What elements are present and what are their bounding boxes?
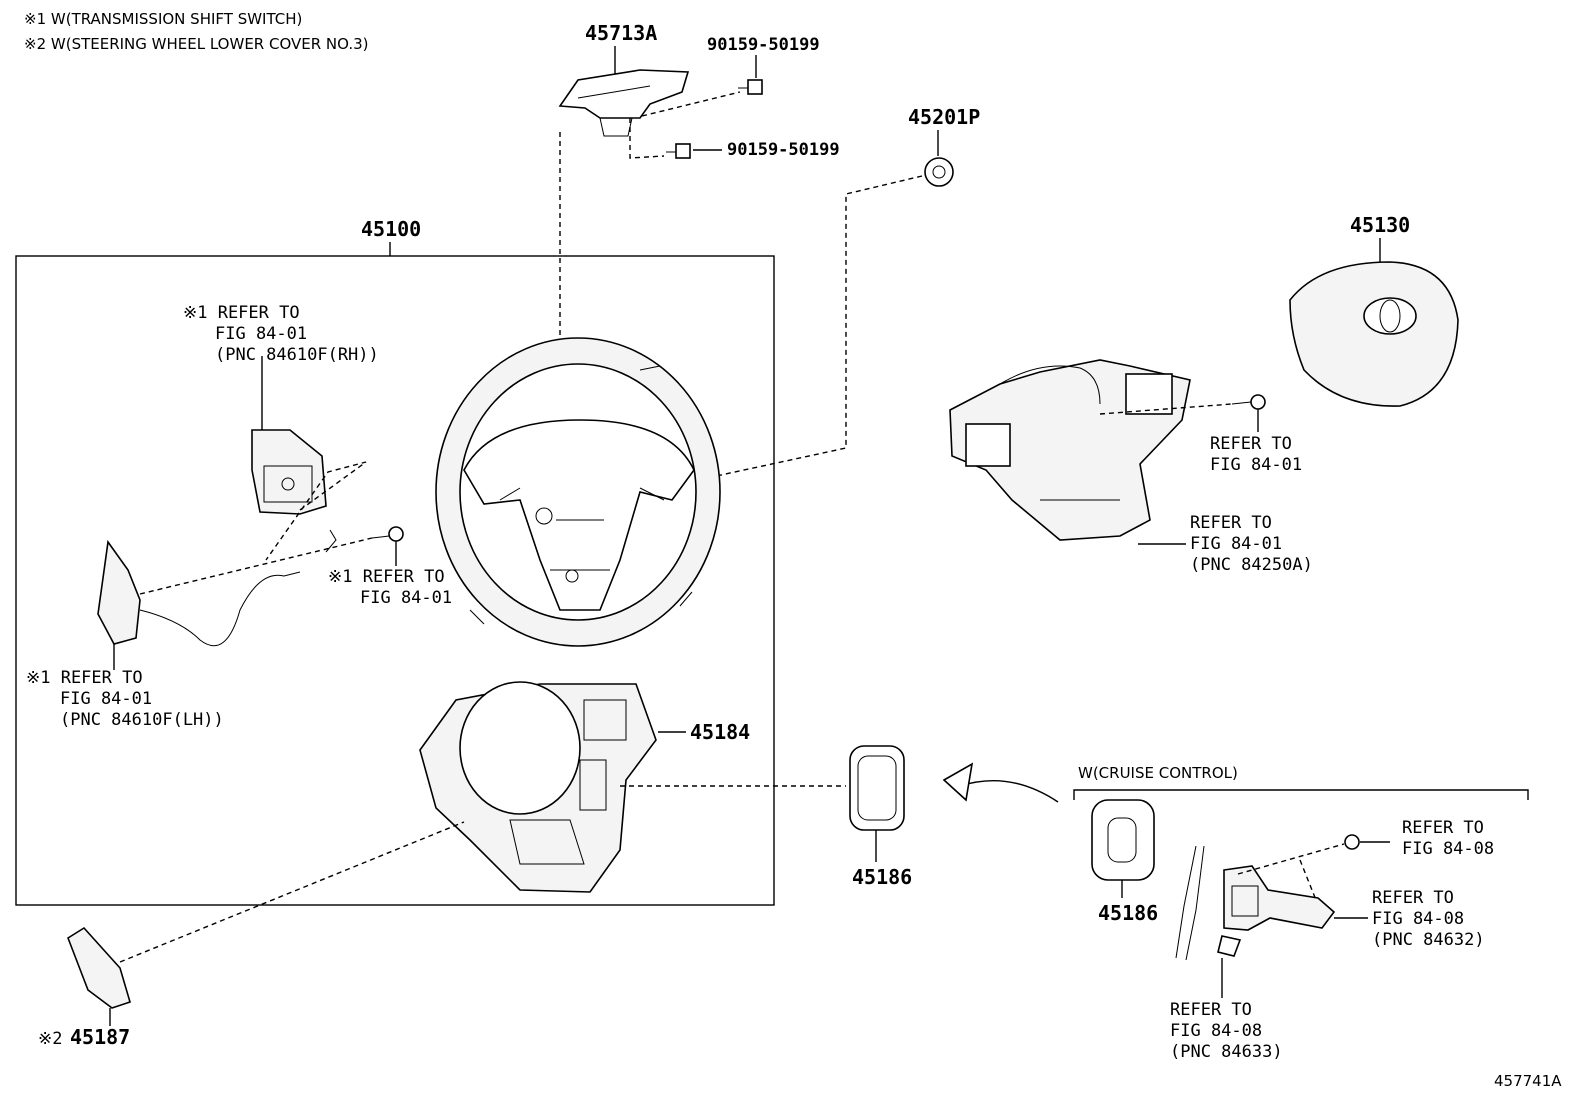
dash-cc-screw — [1237, 843, 1345, 875]
ref-lh-line1[interactable]: ※1 REFER TO — [26, 668, 143, 688]
ref-switch-line3: (PNC 84250A) — [1190, 555, 1313, 575]
ref-cc-wire-line3: (PNC 84633) — [1170, 1042, 1283, 1062]
upper-cover-45713A — [558, 69, 690, 137]
ref-cc-screw-line2: FIG 84-08 — [1402, 839, 1494, 859]
ref-cc-switch-line3: (PNC 84632) — [1372, 930, 1485, 950]
airbag-45130 — [1289, 261, 1459, 407]
assembly-box-45100 — [15, 255, 775, 906]
steering-switch-assembly — [949, 359, 1191, 541]
dash-cc-switch — [1299, 859, 1317, 901]
part-label-45186-middle[interactable]: 45186 — [852, 865, 912, 889]
ref-lh-line2: FIG 84-01 — [60, 689, 152, 709]
screw-90159-upper — [738, 79, 763, 95]
ref-switch-line2: FIG 84-01 — [1190, 534, 1282, 554]
dash-90159-lower — [629, 118, 665, 159]
switch-lh — [97, 529, 337, 647]
ref-cc-screw-line1[interactable]: REFER TO — [1402, 818, 1484, 838]
part-label-45130[interactable]: 45130 — [1350, 213, 1410, 237]
dash-bolt — [1099, 403, 1233, 415]
note-transmission-shift-switch: ※1 W(TRANSMISSION SHIFT SWITCH) — [24, 10, 302, 28]
dash-rh — [265, 461, 367, 561]
cruise-control-bracket — [1073, 789, 1529, 800]
ref-rh-line2: FIG 84-01 — [215, 324, 307, 344]
note-lower-cover: ※2 W(STEERING WHEEL LOWER COVER NO.3) — [24, 35, 369, 53]
ref-bolt-line1[interactable]: REFER TO — [1210, 434, 1292, 454]
switch-rh — [251, 429, 327, 515]
ref-cc-switch-line1[interactable]: REFER TO — [1372, 888, 1454, 908]
part-label-45201P[interactable]: 45201P — [908, 105, 980, 129]
bolt-switch — [1231, 394, 1266, 410]
dash-90159-upper — [641, 91, 741, 117]
part-label-45713A[interactable]: 45713A — [585, 21, 657, 45]
ref-screw-line2: FIG 84-01 — [360, 588, 452, 608]
screw-switch — [371, 526, 404, 542]
lower-cover-45184 — [419, 681, 657, 893]
part-label-45100[interactable]: 45100 — [361, 217, 421, 241]
cover-45187 — [67, 926, 131, 1009]
cruise-arrow — [959, 780, 1059, 803]
ref-screw-line1[interactable]: ※1 REFER TO — [328, 567, 445, 587]
screw-90159-lower — [666, 143, 691, 159]
part-mark-45187: ※2 — [38, 1029, 62, 1049]
cruise-control-switch — [1223, 865, 1336, 931]
ref-lh-line3: (PNC 84610F(LH)) — [60, 710, 224, 730]
part-label-90159-lower[interactable]: 90159-50199 — [727, 140, 840, 160]
dash-45187 — [119, 821, 465, 963]
cover-45186-cruise — [1091, 799, 1155, 881]
part-label-45186-cruise[interactable]: 45186 — [1098, 901, 1158, 925]
cruise-control-label: W(CRUISE CONTROL) — [1078, 764, 1238, 782]
cruise-arrow-head — [942, 762, 974, 802]
ref-rh-line3: (PNC 84610F(RH)) — [215, 345, 379, 365]
ref-bolt-line2: FIG 84-01 — [1210, 455, 1302, 475]
part-label-45184[interactable]: 45184 — [690, 720, 750, 744]
cruise-control-screw — [1344, 834, 1360, 850]
part-label-45187[interactable]: 45187 — [70, 1025, 130, 1049]
ref-rh-line1[interactable]: ※1 REFER TO — [183, 303, 300, 323]
part-label-90159-upper[interactable]: 90159-50199 — [707, 35, 820, 55]
ref-cc-switch-line2: FIG 84-08 — [1372, 909, 1464, 929]
cover-45186-middle — [849, 745, 905, 831]
ref-cc-wire-line2: FIG 84-08 — [1170, 1021, 1262, 1041]
cruise-control-wire — [1175, 845, 1242, 961]
steering-wheel — [435, 337, 721, 647]
dash-lh-screw — [139, 537, 373, 595]
ref-switch-line1[interactable]: REFER TO — [1190, 513, 1272, 533]
ref-cc-wire-line1[interactable]: REFER TO — [1170, 1000, 1252, 1020]
figure-number: 457741A — [1494, 1072, 1562, 1090]
nut-45201P — [924, 157, 954, 187]
